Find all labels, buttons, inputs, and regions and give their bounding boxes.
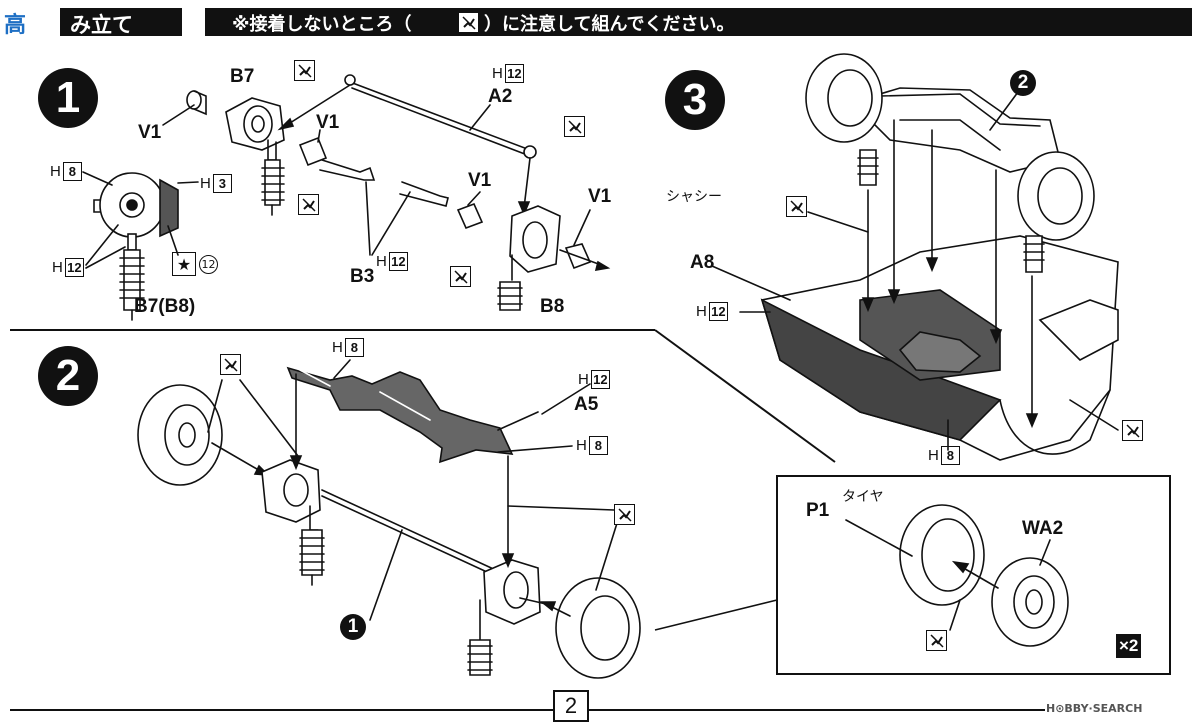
page-number: 2: [553, 690, 589, 722]
no-glue-icon: [926, 630, 947, 651]
label-chassis: シャシー: [666, 189, 722, 205]
no-glue-icon: [786, 196, 807, 217]
no-glue-icon: [614, 504, 635, 525]
step-3-badge: 3: [665, 70, 725, 130]
part-label-b8: B8: [540, 296, 565, 317]
part-label-b3: B3: [350, 266, 375, 287]
no-glue-icon: [1122, 420, 1143, 441]
title-bar: [60, 8, 182, 36]
no-glue-icon: [298, 194, 319, 215]
step-1-badge: 1: [38, 68, 98, 128]
quantity-badge: ×2: [1116, 634, 1142, 658]
part-label-v1-b: V1: [316, 112, 340, 133]
part-label-a2: A2: [488, 86, 513, 107]
part-label-a8: A8: [690, 252, 715, 273]
step-ref-1: 1: [340, 614, 366, 640]
no-glue-icon: [220, 354, 241, 375]
part-label-v1-a: V1: [138, 122, 162, 143]
watermark-footer: H⊙BBY·SEARCH: [1046, 702, 1143, 715]
caution-text: ※接着しないところ（: [232, 14, 412, 35]
part-label-v1-c: V1: [468, 170, 492, 191]
part-label-wa2: WA2: [1022, 518, 1064, 539]
star-paint-icon: ★: [172, 252, 196, 276]
star-paint-note: ★12: [172, 252, 218, 276]
part-label-b7: B7: [230, 66, 255, 87]
label-tire: タイヤ: [842, 489, 884, 505]
caution-text-end: ）に注意して組んでください。: [484, 14, 735, 35]
no-glue-icon: [458, 12, 479, 33]
step-2-badge: 2: [38, 346, 98, 406]
watermark-logo: 高: [4, 13, 27, 38]
step-ref-2: 2: [1010, 70, 1036, 96]
part-label-b7b8: B7(B8): [134, 296, 196, 317]
part-label-v1-d: V1: [588, 186, 612, 207]
no-glue-icon: [294, 60, 315, 81]
no-glue-icon: [564, 116, 585, 137]
part-label-p1: P1: [806, 500, 830, 521]
part-label-a5: A5: [574, 394, 599, 415]
caution-bar: [205, 8, 1192, 36]
tire-detail-box: [776, 475, 1171, 675]
page-title: み立て: [70, 13, 133, 37]
no-glue-icon: [450, 266, 471, 287]
